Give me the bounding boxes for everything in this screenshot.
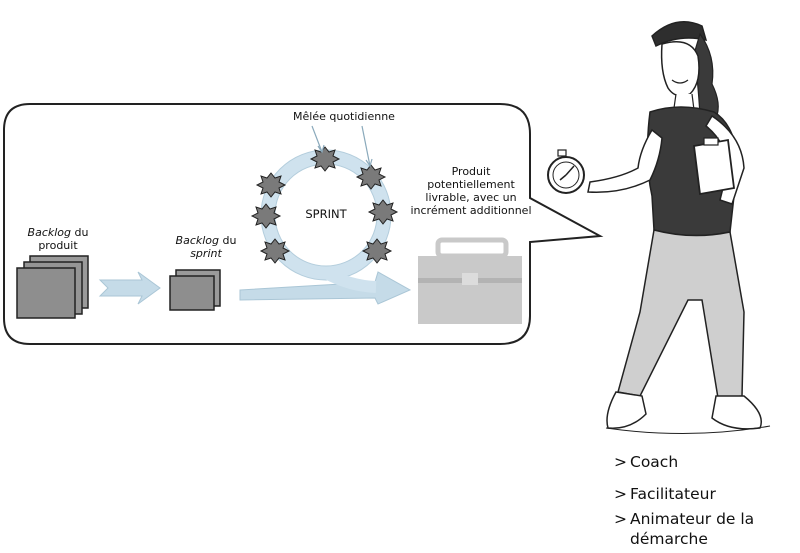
role-label-line1: Animateur de la: [630, 510, 755, 528]
increment-line4: incrément additionnel: [410, 204, 532, 217]
sprint-backlog-rest: du: [219, 234, 237, 247]
product-backlog-italic: Backlog: [27, 226, 72, 239]
burst-6: [259, 238, 291, 264]
sprint-backlog-stack: [169, 269, 221, 311]
roles-list: > Coach > Facilitateur > Animateur de la…: [614, 449, 800, 549]
sprint-backlog-label: Backlog du sprint: [164, 234, 248, 260]
toolbox: [418, 237, 522, 324]
product-backlog-rest: du: [71, 226, 89, 239]
cap: [651, 21, 708, 48]
increment-label: Produit potentiellement livrable, avec u…: [406, 165, 536, 217]
burst-1: [309, 146, 341, 172]
product-backlog-line2: produit: [38, 239, 78, 252]
burst-4: [250, 203, 282, 229]
product-backlog-label: Backlog du produit: [16, 226, 100, 252]
chevron-right-icon: >: [614, 453, 627, 471]
stopwatch-icon: [547, 149, 585, 194]
scrum-master-figure: [547, 21, 771, 435]
right-shoe: [711, 395, 762, 430]
pants: [617, 229, 745, 399]
daily-scrum-label: Mêlée quotidienne: [293, 110, 395, 123]
clipboard-icon: [693, 137, 735, 196]
left-arm: [587, 128, 663, 193]
burst-5: [367, 199, 399, 225]
burst-2: [355, 164, 387, 190]
sprint-backlog-line2: sprint: [190, 247, 222, 260]
product-backlog-stack: [16, 255, 89, 319]
role-coach: > Coach: [614, 449, 800, 475]
sprint-backlog-italic: Backlog: [175, 234, 220, 247]
role-label: Coach: [630, 453, 679, 471]
burst-7: [361, 238, 393, 264]
daily-scrum-bursts: [250, 146, 399, 264]
increment-line3: livrable, avec un: [425, 191, 517, 204]
left-shoe: [606, 391, 647, 429]
burst-3: [255, 172, 287, 198]
chevron-right-icon: >: [614, 485, 627, 503]
role-label-line2: démarche: [630, 530, 708, 548]
increment-line2: potentiellement: [427, 178, 515, 191]
right-arm: [705, 114, 745, 205]
arrow-to-sprint-backlog: [98, 271, 161, 305]
face: [660, 41, 700, 97]
increment-line1: Produit: [451, 165, 491, 178]
sprint-label: SPRINT: [305, 207, 347, 221]
role-facilitator-of-approach: > Animateur de la démarche: [614, 509, 800, 549]
role-facilitator: > Facilitateur: [614, 481, 800, 507]
role-label: Facilitateur: [630, 485, 716, 503]
daily-scrum-pointers: [311, 125, 373, 168]
chevron-right-icon: >: [614, 510, 627, 528]
